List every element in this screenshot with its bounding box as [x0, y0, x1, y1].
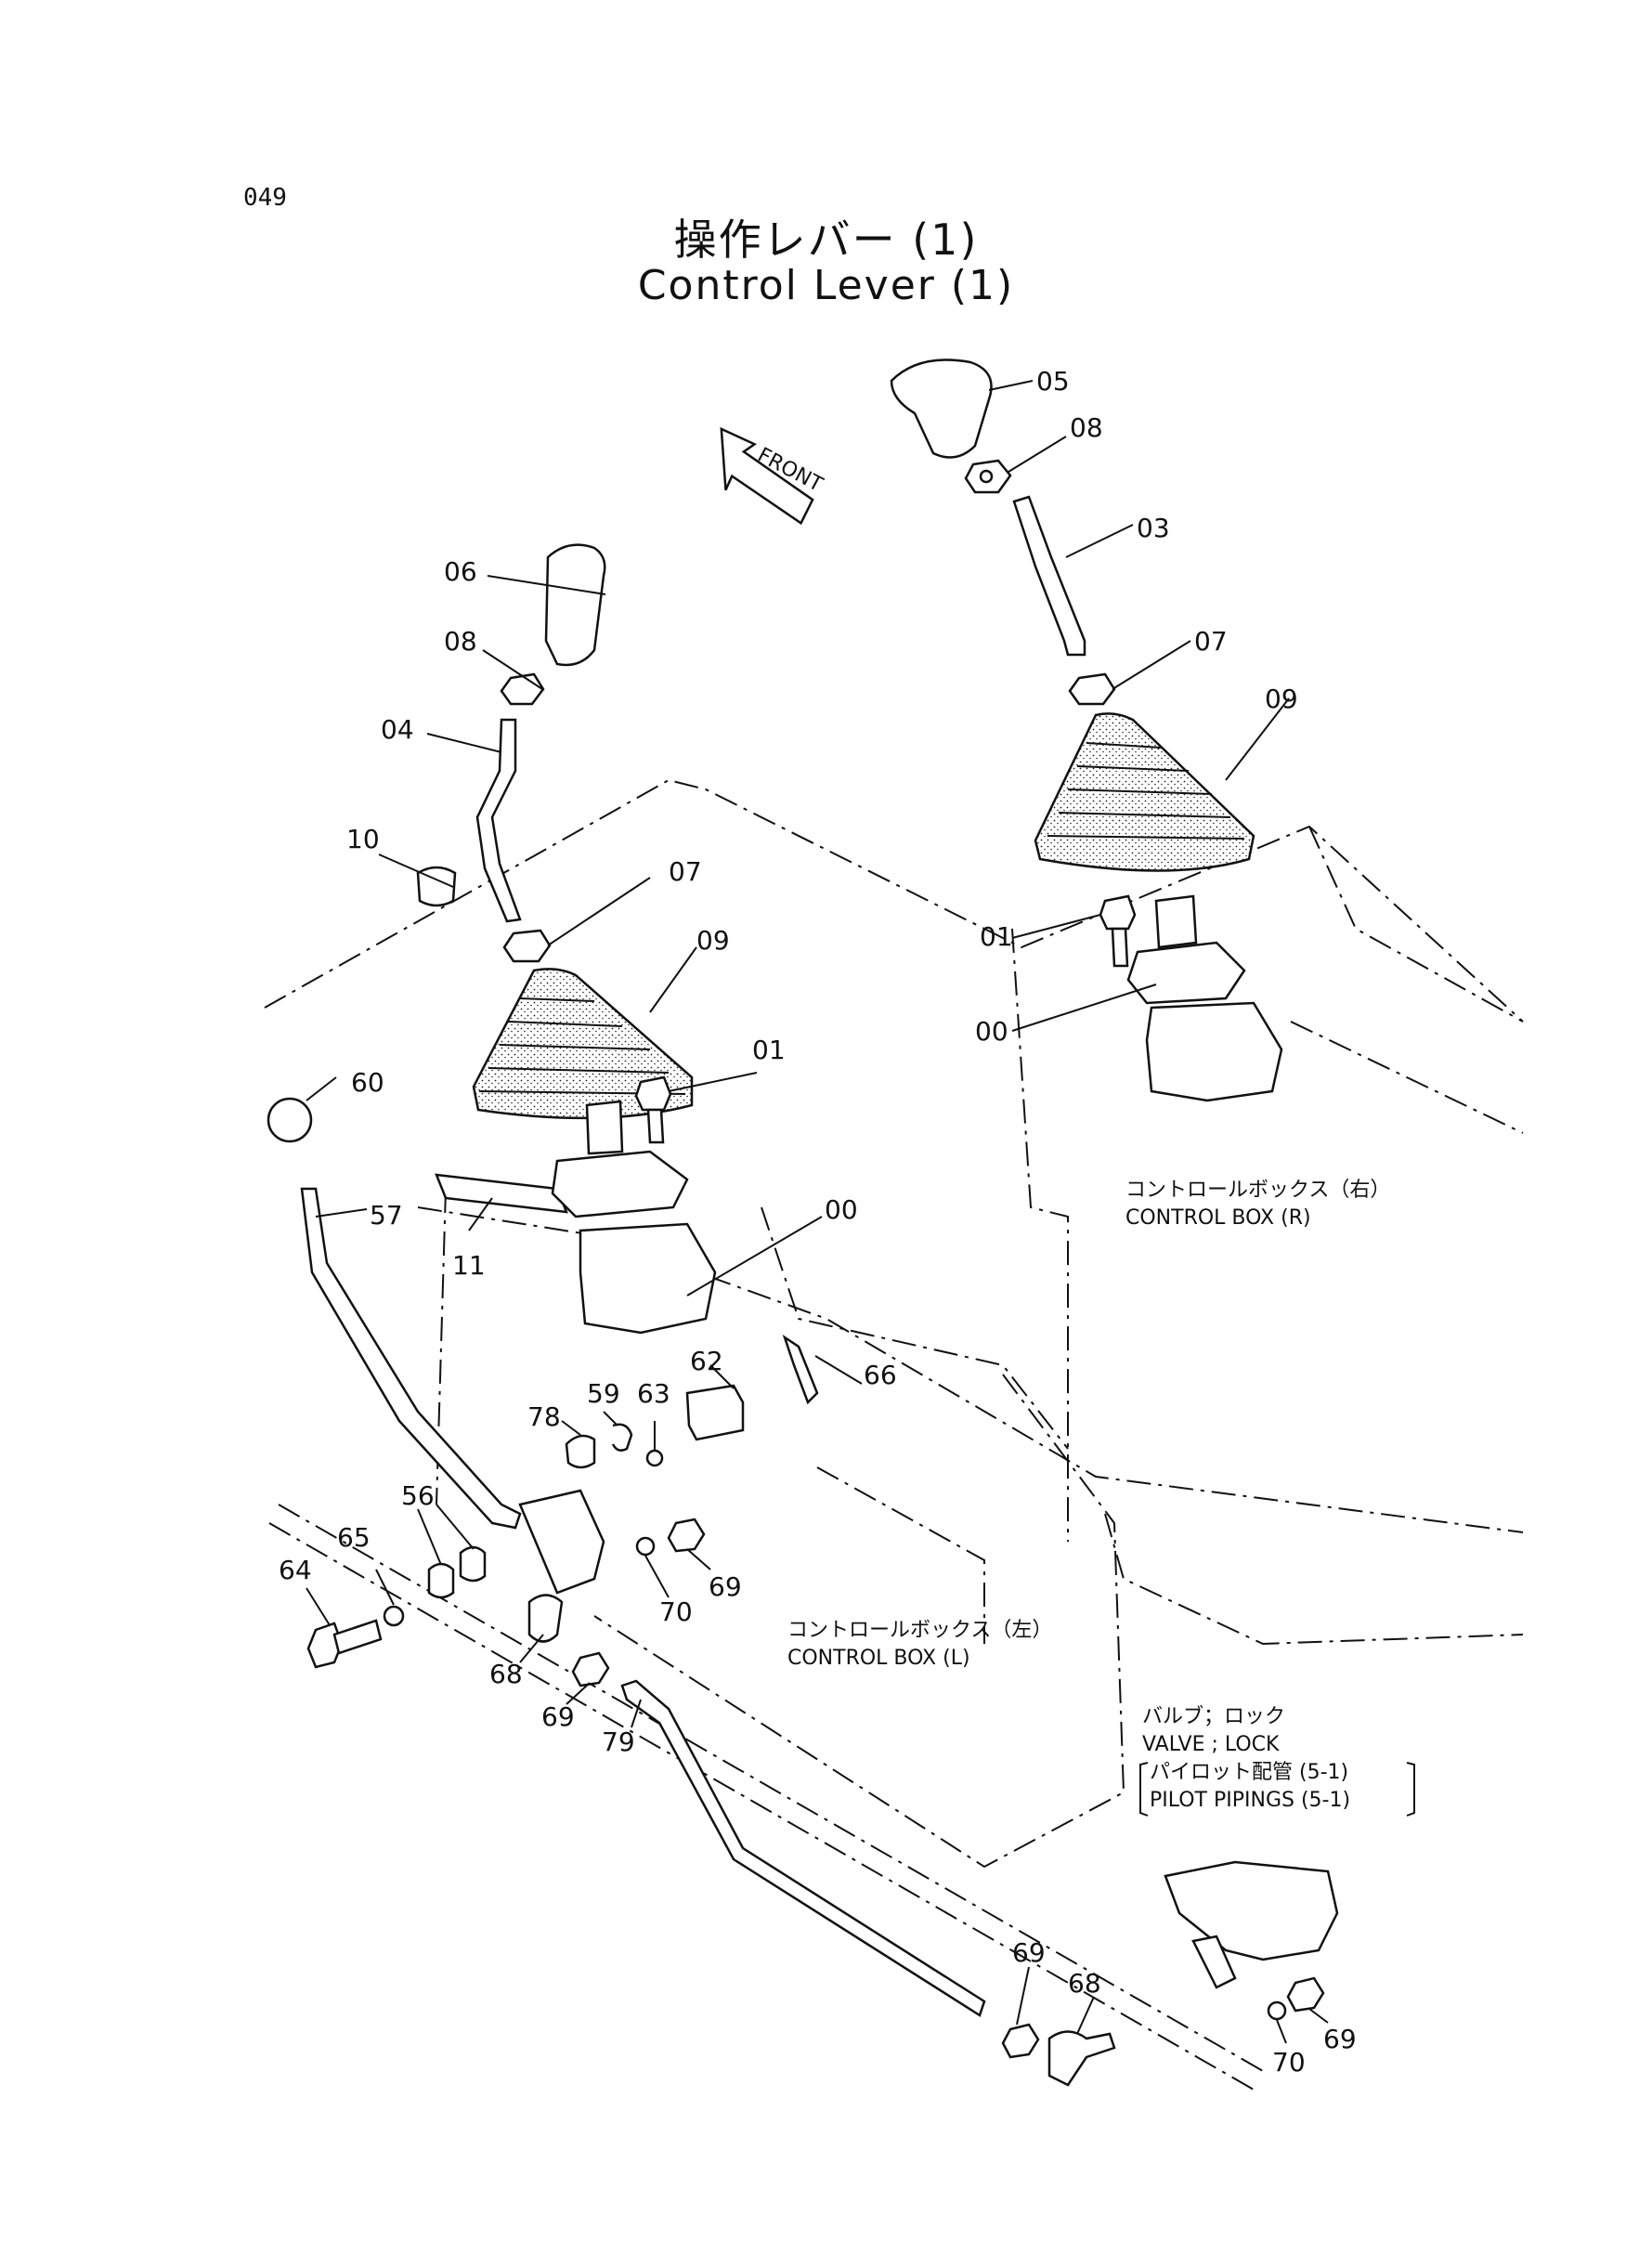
- control-box-right-ja: コントロールボックス（右）: [1125, 1179, 1390, 1202]
- bushing-78: [565, 1434, 596, 1469]
- callouts-valve: 69 68 70 69: [1012, 1937, 1357, 2078]
- callout-11: 11: [452, 1250, 486, 1281]
- right-lever-assembly: [890, 358, 1283, 1102]
- nut-69-b: [571, 1651, 610, 1687]
- control-box-right-en: CONTROL BOX (R): [1125, 1206, 1311, 1230]
- plate: [518, 1489, 605, 1595]
- snap-ring-59: [611, 1423, 633, 1452]
- callout-70-b: 70: [1272, 2047, 1306, 2078]
- nut-69-d: [1286, 1976, 1325, 2013]
- pilot-valve-00-left: [585, 1100, 624, 1155]
- callout-78: 78: [527, 1401, 561, 1432]
- nut-07: [1068, 672, 1116, 706]
- callouts-left: 06 08 04 10 07 09 01 60 57 11 00: [346, 556, 858, 1281]
- lever-04: [475, 718, 522, 923]
- callout-62: 62: [690, 1346, 723, 1376]
- page-number: 049: [243, 184, 287, 212]
- spring-66: [782, 1334, 819, 1405]
- callout-65: 65: [337, 1522, 371, 1553]
- callout-56: 56: [401, 1480, 435, 1511]
- callout-09-left: 09: [696, 925, 730, 956]
- front-arrow-icon: FRONT: [720, 426, 826, 526]
- title-english: Control Lever (1): [637, 262, 1015, 309]
- nut-10: [416, 866, 457, 907]
- pilot-piping-ref-ja: パイロット配管 (5-1): [1150, 1761, 1348, 1784]
- nut-07-left: [502, 929, 552, 963]
- callout-69-b: 69: [541, 1701, 575, 1732]
- pilot-piping-ref-en: PILOT PIPINGS (5-1): [1150, 1789, 1350, 1812]
- pin-62: [685, 1384, 745, 1441]
- callout-00: 00: [975, 1016, 1008, 1047]
- console-outline: [264, 778, 1524, 2091]
- callout-08: 08: [1070, 412, 1103, 443]
- note-control-box-right: コントロールボックス（右） CONTROL BOX (R): [1125, 1179, 1390, 1230]
- callout-64: 64: [279, 1555, 312, 1585]
- callout-00-left: 00: [825, 1194, 858, 1225]
- nut-08-left: [500, 672, 545, 706]
- valve-lock-body: [1164, 1860, 1339, 1961]
- nut-69-c: [1001, 2023, 1040, 2059]
- callout-04: 04: [381, 714, 414, 745]
- callout-68-b: 68: [1068, 1968, 1101, 1999]
- callouts-linkage: 62 66 78 59 63 56 65 64 70 69 68 69 79: [279, 1346, 897, 1757]
- callout-05: 05: [1036, 366, 1070, 397]
- bolt-01-left: [634, 1075, 672, 1112]
- washer-70-b: [1267, 2000, 1287, 2021]
- bracket-right: [1406, 1762, 1415, 1817]
- lever-03: [1012, 495, 1086, 657]
- bracket-11: [435, 1173, 568, 1214]
- callout-69-c: 69: [1012, 1937, 1046, 1968]
- callout-07: 07: [1194, 626, 1228, 657]
- lock-lever-57: [300, 1187, 522, 1530]
- callout-69: 69: [709, 1571, 742, 1602]
- pilot-valve-00: [1154, 894, 1198, 949]
- callout-69-d: 69: [1323, 2024, 1357, 2054]
- callout-68: 68: [489, 1659, 523, 1689]
- callout-06: 06: [444, 556, 477, 587]
- valve-lock-en: VALVE ; LOCK: [1142, 1733, 1280, 1756]
- grip-05: [890, 358, 993, 459]
- left-lever-assembly: [267, 543, 717, 1530]
- ball-60: [267, 1097, 313, 1143]
- callout-59: 59: [587, 1378, 620, 1409]
- callout-01-left: 01: [752, 1035, 786, 1065]
- callout-08-left: 08: [444, 626, 477, 657]
- bushing-56a: [427, 1562, 455, 1599]
- callouts-right: 05 08 03 07 09 01 00: [975, 366, 1298, 1047]
- elbow-68-b: [1047, 2030, 1116, 2087]
- washer-70: [635, 1536, 656, 1557]
- callout-79: 79: [602, 1726, 635, 1757]
- bushing-56b: [459, 1545, 487, 1583]
- nut-69: [667, 1518, 706, 1553]
- callout-01: 01: [980, 921, 1013, 952]
- hose-79: [620, 1679, 986, 2017]
- bolt-01: [1099, 894, 1137, 931]
- title-japanese: 操作レバー (1): [673, 215, 979, 265]
- control-box-left-en: CONTROL BOX (L): [787, 1647, 970, 1670]
- washer-63: [645, 1449, 664, 1467]
- callout-07-left: 07: [669, 856, 702, 887]
- lock-linkage: [306, 1334, 986, 2017]
- callout-60: 60: [351, 1067, 384, 1098]
- callout-66: 66: [864, 1360, 897, 1390]
- bracket-left: [1139, 1762, 1149, 1817]
- callout-09: 09: [1265, 684, 1298, 714]
- lock-valve: [1001, 1860, 1339, 2087]
- note-valve-lock: バルブ；ロック VALVE ; LOCK パイロット配管 (5-1) PILOT…: [1139, 1705, 1415, 1817]
- callout-57: 57: [370, 1200, 403, 1231]
- control-box-left-ja: コントロールボックス（左）: [787, 1619, 1052, 1642]
- callout-03: 03: [1137, 513, 1170, 543]
- elbow-68: [527, 1594, 564, 1643]
- note-control-box-left: コントロールボックス（左） CONTROL BOX (L): [787, 1619, 1052, 1670]
- callout-10: 10: [346, 824, 380, 854]
- callout-63: 63: [637, 1378, 670, 1409]
- valve-lock-ja: バルブ；ロック: [1142, 1705, 1285, 1728]
- leader-lines: [306, 380, 1329, 2044]
- callout-70: 70: [659, 1596, 693, 1627]
- grip-06: [544, 543, 606, 667]
- washer-65: [383, 1605, 405, 1627]
